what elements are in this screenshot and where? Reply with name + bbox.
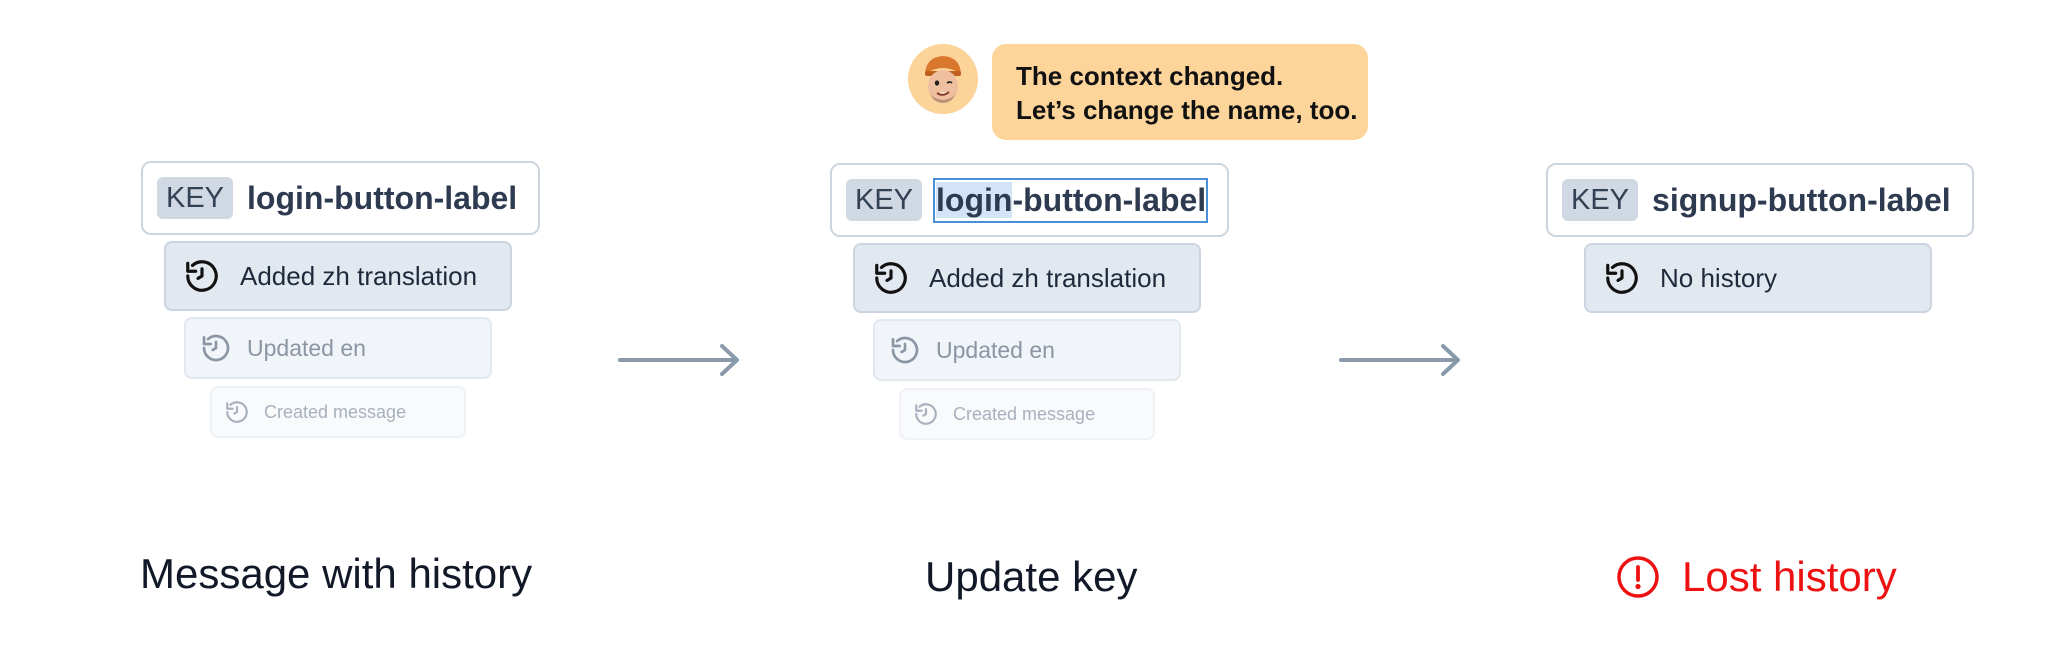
history-label: Added zh translation xyxy=(240,260,478,291)
history-label: Created message xyxy=(264,401,407,422)
history-label: Created message xyxy=(953,403,1096,424)
key-name-selection: login xyxy=(936,181,1013,218)
history-icon xyxy=(871,258,911,298)
history-icon xyxy=(912,400,940,428)
key-box-editing: KEY login-button-label xyxy=(830,163,1229,237)
history-item: Updated en xyxy=(873,319,1181,381)
caption-message-with-history: Message with history xyxy=(140,550,533,597)
key-chip: KEY xyxy=(1562,179,1639,221)
history-item: Updated en xyxy=(184,317,492,379)
text-edit-border xyxy=(933,177,1209,223)
key-box-original: KEY login-button-label xyxy=(141,161,540,235)
key-name-rest: -button-label xyxy=(1012,181,1207,218)
key-chip: KEY xyxy=(157,177,234,219)
key-chip: KEY xyxy=(846,179,923,221)
history-icon xyxy=(199,331,233,365)
key-name-input[interactable]: login-button-label xyxy=(933,177,1209,223)
arrow-right-icon xyxy=(1339,344,1460,376)
history-item: No history xyxy=(1584,243,1932,313)
history-item: Added zh translation xyxy=(164,241,512,311)
history-label: Added zh translation xyxy=(929,262,1167,293)
key-name: signup-button-label xyxy=(1652,181,1951,218)
caption-lost-history: Lost history xyxy=(1682,553,1897,600)
key-name: login-button-label xyxy=(247,179,518,216)
history-icon xyxy=(182,256,222,296)
history-label: Updated en xyxy=(247,334,366,361)
key-name-text: login-button-label xyxy=(933,177,1209,223)
speech-bubble: The context changed. Let’s change the na… xyxy=(992,44,1368,140)
speech-bubble-line-1: The context changed. xyxy=(1016,61,1284,91)
history-icon xyxy=(888,333,922,367)
history-item: Created message xyxy=(899,388,1155,440)
history-icon xyxy=(1602,258,1642,298)
speech-bubble-line-2: Let’s change the name, too. xyxy=(1016,95,1358,125)
history-item: Added zh translation xyxy=(853,243,1201,313)
history-item: Created message xyxy=(210,386,466,438)
history-label: Updated en xyxy=(936,336,1055,363)
caption-update-key: Update key xyxy=(925,553,1138,600)
arrow-right-icon xyxy=(618,344,739,376)
history-icon xyxy=(223,398,251,426)
exclamation-circle-icon xyxy=(1616,555,1660,599)
history-label: No history xyxy=(1660,262,1778,293)
lost-history-caption: Lost history xyxy=(1616,553,1897,601)
memoji-avatar-icon xyxy=(908,44,978,114)
key-box-renamed: KEY signup-button-label xyxy=(1546,163,1974,237)
